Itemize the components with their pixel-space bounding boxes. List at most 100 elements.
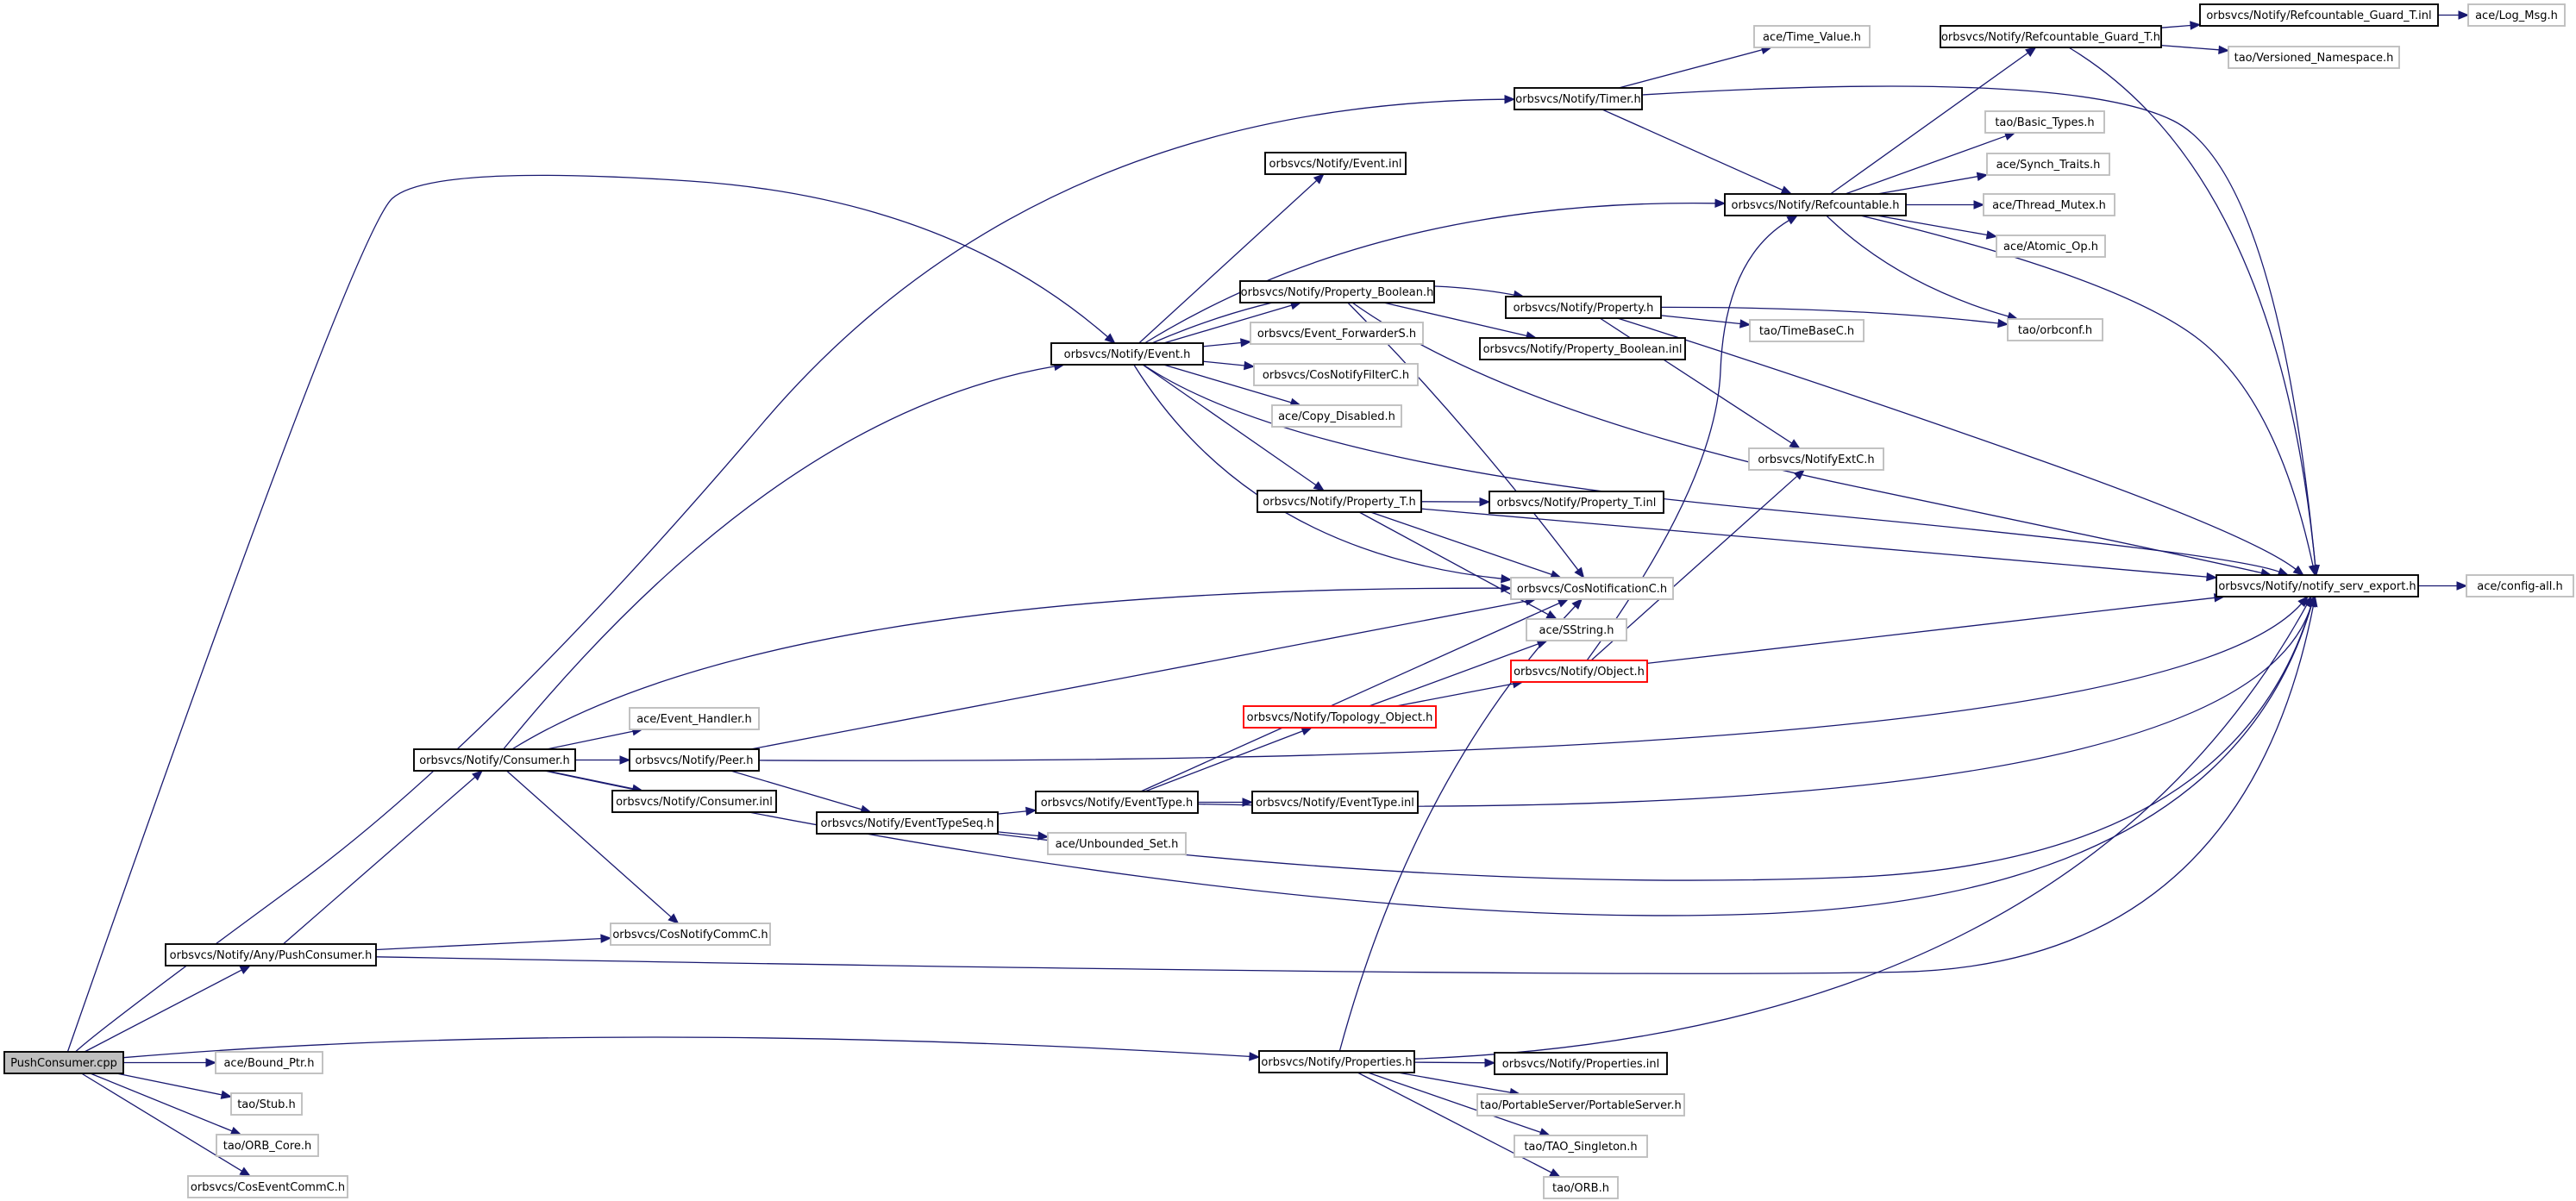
edge-event_type_seq_h-to-notify_serv_export_h <box>993 605 2312 881</box>
edge-arrowhead <box>1976 172 1989 182</box>
edge-arrowhead <box>1780 185 1793 195</box>
node-box <box>165 943 377 966</box>
node-event-type-seq-h[interactable]: orbsvcs/Notify/EventTypeSeq.h <box>816 811 999 835</box>
edge-property_h-to-orbconf_h <box>1660 306 1999 324</box>
node-event-forwarder-s-h: orbsvcs/Event_ForwarderS.h <box>1250 322 1424 345</box>
node-box <box>2228 46 2400 69</box>
node-property-boolean-inl[interactable]: orbsvcs/Notify/Property_Boolean.inl <box>1479 337 1686 360</box>
edge-event_type_seq_h-to-unbounded_set_h <box>997 831 1039 837</box>
node-event-inl[interactable]: orbsvcs/Notify/Event.inl <box>1264 152 1407 175</box>
node-properties-h[interactable]: orbsvcs/Notify/Properties.h <box>1258 1050 1415 1073</box>
node-notify-serv-export-h[interactable]: orbsvcs/Notify/notify_serv_export.h <box>2216 574 2419 597</box>
node-properties-inl[interactable]: orbsvcs/Notify/Properties.inl <box>1494 1052 1668 1075</box>
node-label: ace/Thread_Mutex.h <box>1992 199 2106 212</box>
node-box <box>1050 342 1204 366</box>
edge-property_boolean_h-to-property_boolean_inl <box>1383 302 1527 337</box>
node-object-h[interactable]: orbsvcs/Notify/Object.h <box>1510 660 1648 683</box>
node-property-h[interactable]: orbsvcs/Notify/Property.h <box>1505 296 1662 319</box>
edge-peer_h-to-cos_notification_c_h <box>750 600 1526 750</box>
edge-arrowhead <box>1793 469 1805 480</box>
edge-any_push_consumer_h-to-notify_serv_export_h <box>375 605 2315 974</box>
edge-properties_h-to-notify_serv_export_h <box>1413 604 2308 1060</box>
node-peer-h[interactable]: orbsvcs/Notify/Peer.h <box>629 748 760 772</box>
node-box <box>187 1175 348 1198</box>
node-property-t-h[interactable]: orbsvcs/Notify/Property_T.h <box>1257 490 1422 513</box>
node-tao-singleton-h: tao/TAO_Singleton.h <box>1514 1135 1648 1158</box>
node-box <box>2216 574 2419 597</box>
node-topology-object-h[interactable]: orbsvcs/Notify/Topology_Object.h <box>1243 705 1437 729</box>
node-refcountable-guard-t-inl[interactable]: orbsvcs/Notify/Refcountable_Guard_T.inl <box>2199 3 2439 27</box>
edge-object_h-to-refcountable_h <box>1586 220 1789 661</box>
node-label: ace/Event_Handler.h <box>636 713 752 726</box>
node-refcountable-guard-t-h[interactable]: orbsvcs/Notify/Refcountable_Guard_T.h <box>1940 25 2162 48</box>
node-box <box>1271 404 1402 428</box>
node-label: orbsvcs/Notify/Timer.h <box>1515 93 1640 106</box>
edge-arrowhead <box>1786 215 1799 225</box>
node-event-h[interactable]: orbsvcs/Notify/Event.h <box>1050 342 1204 366</box>
node-consumer-inl[interactable]: orbsvcs/Notify/Consumer.inl <box>611 790 777 813</box>
edge-event_type_h-to-topology_object_h <box>1144 730 1303 792</box>
node-versioned-namespace-h: tao/Versioned_Namespace.h <box>2228 46 2400 69</box>
nodes-layer: PushConsumer.cpp orbsvcs/Notify/Any/PushC… <box>3 3 2574 1199</box>
node-label: tao/Basic_Types.h <box>1995 116 2094 129</box>
node-label: orbsvcs/Notify/Property.h <box>1514 302 1654 315</box>
node-refcountable-h[interactable]: orbsvcs/Notify/Refcountable.h <box>1724 193 1907 216</box>
node-cos-event-comm-c-h: orbsvcs/CosEventCommC.h <box>187 1175 348 1198</box>
node-unbounded-set-h: ace/Unbounded_Set.h <box>1047 832 1187 855</box>
node-orb-core-h: tao/ORB_Core.h <box>216 1134 319 1157</box>
node-time-base-c-h: tao/TimeBaseC.h <box>1749 319 1865 342</box>
node-box <box>1250 322 1424 345</box>
node-property-t-inl[interactable]: orbsvcs/Notify/Property_T.inl <box>1489 491 1664 514</box>
edge-properties_h-to-cos_notification_c_h <box>1338 605 1576 1052</box>
edge-arrowhead <box>600 934 612 943</box>
node-box <box>3 1051 124 1074</box>
edge-arrowhead <box>2458 10 2470 20</box>
edge-property_h-to-notify_serv_export_h <box>1617 317 2297 570</box>
edge-refcountable_h-to-synch_traits_h <box>1877 176 1978 195</box>
edge-arrowhead <box>1714 198 1727 209</box>
edge-arrowhead <box>1557 598 1570 608</box>
node-label: orbsvcs/CosNotifyFilterC.h <box>1263 369 1409 382</box>
node-log-msg-h: ace/Log_Msg.h <box>2467 3 2566 27</box>
node-event-type-inl[interactable]: orbsvcs/Notify/EventType.inl <box>1251 791 1419 814</box>
edge-arrowhead <box>2456 581 2468 591</box>
edge-arrowhead <box>2218 45 2230 55</box>
edge-properties_h-to-tao_singleton_h <box>1367 1072 1541 1134</box>
edge-refcountable_h-to-basic_types_h <box>1845 135 2007 195</box>
node-cos-notify-comm-c-h: orbsvcs/CosNotifyCommC.h <box>610 923 771 946</box>
node-box <box>1724 193 1907 216</box>
node-label: orbsvcs/Notify/Consumer.h <box>419 754 570 767</box>
edge-any_push_consumer_h-to-consumer_h <box>282 776 476 945</box>
edge-arrowhead <box>1571 598 1583 610</box>
node-consumer-h[interactable]: orbsvcs/Notify/Consumer.h <box>413 748 576 772</box>
node-label: ace/Atomic_Op.h <box>2003 241 2098 253</box>
edge-event_h-to-property_t_h <box>1142 364 1317 486</box>
node-event-type-h[interactable]: orbsvcs/Notify/EventType.h <box>1035 791 1199 814</box>
node-label: orbsvcs/Notify/Refcountable_Guard_T.inl <box>2206 9 2431 22</box>
edge-push_consumer_cpp-to-orb_core_h <box>90 1073 233 1132</box>
edge-event_type_seq_h-to-event_type_h <box>997 810 1027 815</box>
node-label: tao/TAO_Singleton.h <box>1524 1141 1637 1154</box>
node-copy-disabled-h: ace/Copy_Disabled.h <box>1271 404 1402 428</box>
edge-arrowhead <box>1501 583 1513 593</box>
node-stub-h: tao/Stub.h <box>230 1092 303 1116</box>
node-label: orbsvcs/Notify/Object.h <box>1514 666 1645 679</box>
node-tao-orb-h: tao/ORB.h <box>1543 1176 1619 1199</box>
edge-arrowhead <box>1985 230 1998 240</box>
node-property-boolean-h[interactable]: orbsvcs/Notify/Property_Boolean.h <box>1239 280 1435 303</box>
node-label: orbsvcs/Notify/Refcountable_Guard_T.h <box>1941 31 2160 44</box>
edge-arrowhead <box>1313 481 1326 491</box>
edge-arrowhead <box>1025 806 1037 816</box>
node-push-consumer-cpp[interactable]: PushConsumer.cpp <box>3 1051 124 1074</box>
node-label: orbsvcs/Notify/Event.inl <box>1269 158 1402 171</box>
edge-event_h-to-copy_disabled_h <box>1163 364 1292 403</box>
node-timer-h[interactable]: orbsvcs/Notify/Timer.h <box>1514 87 1643 110</box>
edge-any_push_consumer_h-to-cos_notify_comm_c_h <box>375 937 602 951</box>
node-box <box>216 1134 319 1157</box>
edge-arrowhead <box>220 1090 233 1099</box>
node-box <box>1239 280 1435 303</box>
node-box <box>1264 152 1407 175</box>
node-box <box>1489 491 1664 514</box>
node-box <box>1749 319 1865 342</box>
node-any-push-consumer-h[interactable]: orbsvcs/Notify/Any/PushConsumer.h <box>165 943 377 966</box>
